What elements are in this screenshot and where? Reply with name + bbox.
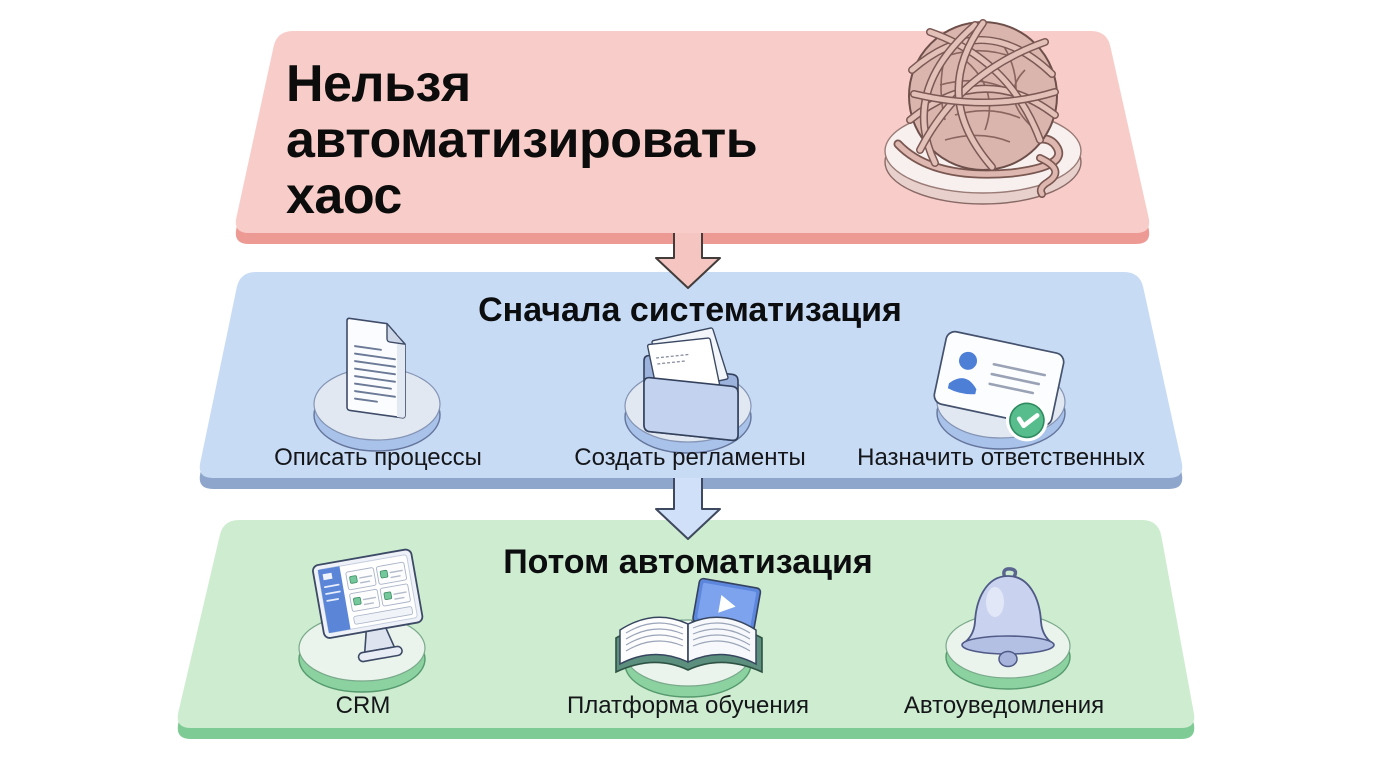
item-label-describe-processes: Описать процессы [274, 444, 482, 471]
id-card-check-icon [933, 330, 1065, 442]
band-problem-title-line: автоматизировать [286, 111, 758, 169]
band-problem-title-line: хаос [286, 167, 402, 225]
band-problem-title: Нельзя автоматизировать хаос [286, 55, 758, 225]
item-label-learning-platform: Платформа обучения [566, 692, 810, 719]
yarn-ball-illustration [884, 19, 1082, 205]
learning-book-icon [615, 577, 763, 674]
folder-icon [643, 327, 739, 442]
item-label-assign-responsible: Назначить ответственных [857, 444, 1145, 471]
item-label-create-regulations: Создать регламенты [574, 444, 806, 471]
band-automation-title: Потом автоматизация [503, 543, 873, 581]
band-problem-title-line: Нельзя [286, 55, 471, 113]
bell-icon [961, 567, 1055, 668]
item-label-crm: CRM [335, 692, 391, 719]
band-systematization-title: Сначала систематизация [478, 291, 902, 329]
crm-monitor-icon [312, 548, 424, 663]
document-icon [346, 317, 406, 419]
item-label-auto-notifications: Автоуведомления [903, 692, 1105, 719]
